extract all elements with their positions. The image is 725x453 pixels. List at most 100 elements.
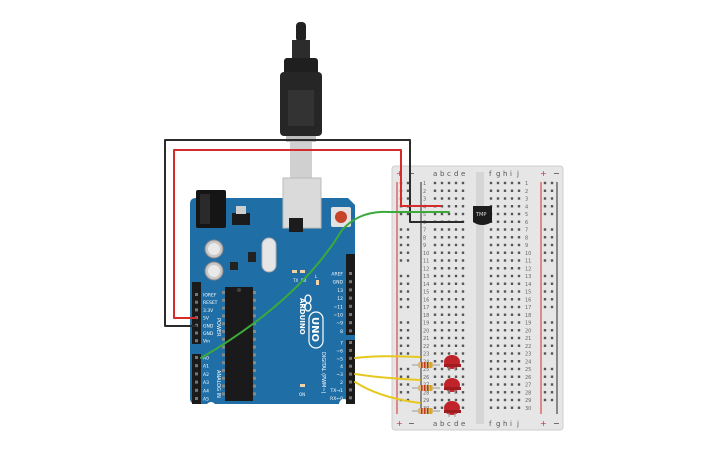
hole[interactable] — [447, 251, 451, 254]
hole[interactable] — [489, 251, 493, 254]
hole[interactable] — [447, 290, 451, 293]
hole[interactable] — [433, 352, 437, 355]
hole[interactable] — [489, 344, 493, 347]
header-pin[interactable] — [349, 272, 352, 275]
hole[interactable] — [510, 236, 514, 239]
hole[interactable] — [433, 181, 437, 185]
hole[interactable] — [510, 220, 514, 223]
hole[interactable] — [503, 398, 507, 402]
hole[interactable] — [496, 236, 500, 239]
hole[interactable] — [496, 282, 500, 285]
hole[interactable] — [517, 398, 521, 402]
hole[interactable] — [510, 367, 514, 371]
hole[interactable] — [510, 336, 514, 340]
hole[interactable] — [433, 298, 437, 301]
hole[interactable] — [517, 329, 521, 332]
hole[interactable] — [510, 267, 514, 270]
hole[interactable] — [440, 383, 444, 386]
hole[interactable] — [489, 313, 493, 316]
hole[interactable] — [454, 305, 458, 309]
hole[interactable] — [496, 181, 500, 185]
hole[interactable] — [454, 251, 458, 254]
hole[interactable] — [503, 321, 507, 324]
hole[interactable] — [440, 290, 444, 293]
rail-hole[interactable] — [406, 336, 410, 340]
led-wire-pin2[interactable] — [354, 381, 421, 404]
hole[interactable] — [447, 243, 451, 247]
hole[interactable] — [447, 259, 451, 262]
hole[interactable] — [454, 329, 458, 332]
rail-hole[interactable] — [550, 375, 554, 378]
rail-hole[interactable] — [406, 344, 410, 347]
hole[interactable] — [517, 344, 521, 347]
hole[interactable] — [503, 267, 507, 270]
hole[interactable] — [503, 298, 507, 301]
hole[interactable] — [447, 375, 451, 378]
hole[interactable] — [461, 329, 465, 332]
hole[interactable] — [510, 391, 514, 394]
hole[interactable] — [433, 344, 437, 347]
hole[interactable] — [433, 189, 437, 192]
rail-hole[interactable] — [399, 259, 403, 262]
hole[interactable] — [461, 360, 465, 363]
hole[interactable] — [496, 406, 500, 409]
hole[interactable] — [461, 398, 465, 402]
hole[interactable] — [440, 336, 444, 340]
hole[interactable] — [433, 274, 437, 278]
rail-hole[interactable] — [406, 236, 410, 239]
hole[interactable] — [433, 267, 437, 270]
hole[interactable] — [440, 274, 444, 278]
hole[interactable] — [447, 305, 451, 309]
hole[interactable] — [510, 290, 514, 293]
hole[interactable] — [510, 181, 514, 185]
rail-hole[interactable] — [543, 367, 547, 371]
hole[interactable] — [517, 236, 521, 239]
hole[interactable] — [489, 181, 493, 185]
hole[interactable] — [489, 305, 493, 309]
hole[interactable] — [489, 267, 493, 270]
hole[interactable] — [496, 398, 500, 402]
header-pin[interactable] — [349, 280, 352, 284]
hole[interactable] — [503, 259, 507, 262]
hole[interactable] — [510, 375, 514, 378]
hole[interactable] — [433, 329, 437, 332]
hole[interactable] — [461, 344, 465, 347]
hole[interactable] — [454, 181, 458, 185]
hole[interactable] — [503, 290, 507, 293]
rail-hole[interactable] — [543, 352, 547, 355]
hole[interactable] — [496, 329, 500, 332]
hole[interactable] — [503, 352, 507, 355]
hole[interactable] — [440, 205, 444, 208]
hole[interactable] — [461, 352, 465, 355]
hole[interactable] — [496, 375, 500, 378]
rail-hole[interactable] — [543, 228, 547, 231]
rail-hole[interactable] — [550, 344, 554, 347]
hole[interactable] — [454, 367, 458, 371]
led-wire-pin3[interactable] — [354, 373, 421, 381]
hole[interactable] — [517, 360, 521, 363]
usb-cable[interactable] — [280, 22, 322, 178]
hole[interactable] — [461, 367, 465, 371]
hole[interactable] — [503, 406, 507, 409]
header-pin[interactable] — [349, 288, 352, 292]
rail-hole[interactable] — [406, 298, 410, 301]
hole[interactable] — [440, 282, 444, 285]
hole[interactable] — [503, 329, 507, 332]
hole[interactable] — [454, 375, 458, 378]
hole[interactable] — [461, 205, 465, 208]
hole[interactable] — [489, 282, 493, 285]
hole[interactable] — [454, 259, 458, 262]
hole[interactable] — [510, 251, 514, 254]
hole[interactable] — [447, 313, 451, 316]
header-pin[interactable] — [195, 380, 198, 384]
hole[interactable] — [461, 181, 465, 185]
hole[interactable] — [454, 228, 458, 231]
hole[interactable] — [496, 383, 500, 386]
hole[interactable] — [503, 367, 507, 371]
hole[interactable] — [510, 383, 514, 386]
hole[interactable] — [461, 282, 465, 285]
hole[interactable] — [440, 197, 444, 200]
rail-hole[interactable] — [406, 189, 410, 192]
hole[interactable] — [517, 243, 521, 247]
hole[interactable] — [503, 313, 507, 316]
